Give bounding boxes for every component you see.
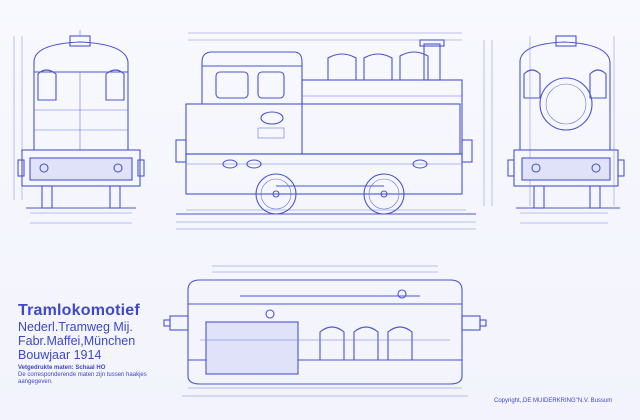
plan-view bbox=[163, 265, 487, 397]
drawing-title: Tramlokomotief bbox=[18, 302, 140, 319]
front-view bbox=[13, 30, 145, 224]
scale-label: Vetgedrukte maten: Schaal HO bbox=[18, 365, 106, 371]
copyright-note: Copyright,,DE MUIDERKRING"N.V. Bussum bbox=[494, 398, 613, 404]
rear-view bbox=[507, 35, 625, 224]
side-view bbox=[175, 32, 493, 230]
scale-note-line3: aangegeven. bbox=[18, 379, 53, 385]
title-line-year: Bouwjaar 1914 bbox=[18, 348, 102, 362]
title-line-manufacturer: Fabr.Maffei,München bbox=[18, 334, 136, 348]
title-line-company: Nederl.Tramweg Mij. bbox=[18, 320, 133, 334]
title-block: Tramlokomotief Nederl.Tramweg Mij. Fabr.… bbox=[18, 302, 218, 386]
scale-note: Vetgedrukte maten: Schaal HO De correspo… bbox=[18, 365, 218, 386]
scale-note-line2: De corresponderende maten zijn tussen ha… bbox=[18, 372, 147, 378]
